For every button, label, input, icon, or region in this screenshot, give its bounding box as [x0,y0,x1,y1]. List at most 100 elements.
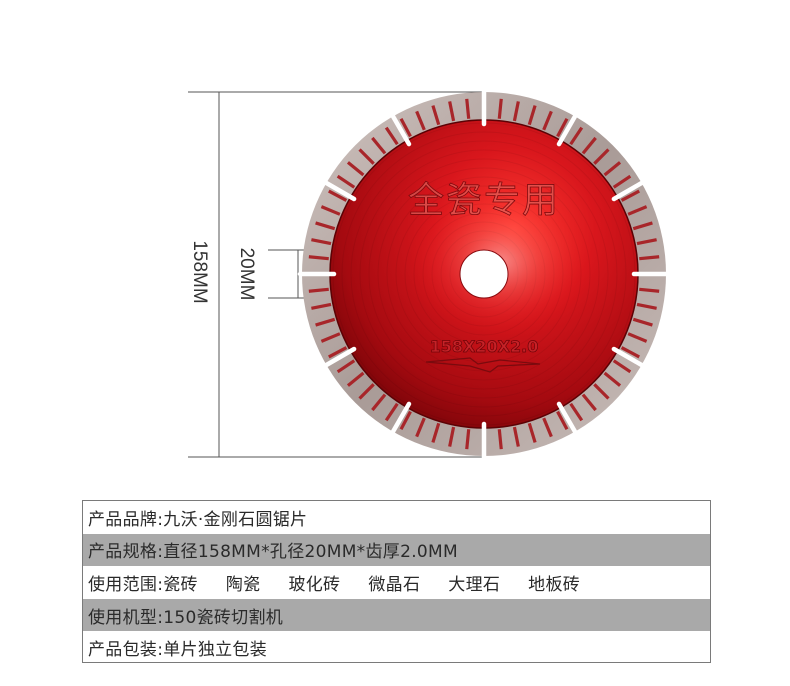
rim-tooth [542,110,553,131]
cooling-slot [611,346,646,369]
brand-value: 九沃·金刚石圆锯片 [163,509,308,530]
machine-value: 150瓷砖切割机 [163,607,284,628]
package-value: 单片独立包装 [163,640,268,661]
rim-tooth [465,429,471,450]
outer-diameter-label: 158MM [189,240,210,303]
hole-diameter-label: 20MM [236,248,257,301]
size-label: 产品规格: [88,542,164,563]
spec-row-size: 产品规格: 直径158MM*孔径20MM*齿厚2.0MM [83,533,710,567]
rim-tooth [556,410,569,430]
rim-tooth [556,118,569,138]
rim-tooth [358,148,375,165]
outer-diameter-dimension [188,91,484,458]
rim-tooth [512,426,520,447]
rim-tooth [612,174,632,189]
cooling-slot [322,179,357,202]
cooling-slot [556,401,579,436]
rim-tooth [320,205,341,216]
range-label: 使用范围: [88,574,164,595]
rim-tooth [399,118,412,138]
rim-tooth [308,287,329,293]
rim-tooth [593,383,610,400]
rim-tooth [636,238,657,246]
rim-tooth [569,402,584,422]
rim-tooth [371,393,387,412]
rim-tooth [593,148,610,165]
brand-label: 产品品牌: [88,509,164,530]
spec-row-range: 使用范围: 瓷砖 陶瓷 玻化砖 微晶石 大理石 地板砖 [83,566,710,599]
rim-tooth [581,136,597,155]
rim-tooth [632,221,653,231]
range-item: 陶瓷 [225,574,261,595]
rim-tooth [328,346,348,359]
rim-tooth [371,136,387,155]
range-item: 玻化砖 [288,574,341,595]
rim-tooth [358,383,375,400]
spec-row-package: 产品包装: 单片独立包装 [83,631,710,664]
machining-ring [368,158,600,390]
rim-tooth [320,332,341,343]
rim-segments [308,98,660,450]
rim-tooth [542,417,553,438]
spec-row-brand: 产品品牌: 九沃·金刚石圆锯片 [83,501,710,534]
rim-tooth [636,302,657,310]
package-label: 产品包装: [88,640,164,661]
machine-label: 使用机型: [88,607,164,628]
rim-tooth [603,371,622,387]
rim-tooth [512,101,520,122]
cooling-slot [389,401,412,436]
rim-tooth [336,359,356,374]
rim-tooth [448,101,456,122]
rim-tooth [346,161,365,177]
blade-title-text: 全瓷专用 [408,180,560,221]
rim-tooth [620,346,640,359]
rim-tooth [632,317,653,327]
product-diagram: 158MM 20MM 全瓷专用 158X20X2.0 [188,87,671,461]
rim-tooth [612,359,632,374]
rim-tooth [581,393,597,412]
arbor-hole [459,249,509,299]
rim-tooth [569,126,584,146]
rim-tooth [384,402,399,422]
rim-tooth [527,105,537,126]
rim-tooth [311,302,332,310]
rim-tooth [384,126,399,146]
rim-tooth [311,238,332,246]
rim-tooth [328,189,348,202]
rim-tooth [448,426,456,447]
rim-tooth [346,371,365,387]
range-item: 瓷砖 [163,574,198,595]
spec-row-machine: 使用机型: 150瓷砖切割机 [83,598,710,632]
range-values: 瓷砖 陶瓷 玻化砖 微晶石 大理石 地板砖 [163,570,580,595]
rim-tooth [399,410,412,430]
cooling-slot [611,179,646,202]
rim-tooth [497,98,503,119]
rim-tooth [465,98,471,119]
rim-tooth [497,429,503,450]
range-item: 大理石 [448,574,501,595]
lightning-mark [425,357,541,373]
rim-tooth [603,161,622,177]
blade-spec-text: 158X20X2.0 [430,337,539,356]
range-item: 微晶石 [368,574,421,595]
rim-tooth [415,110,426,131]
rim-tooth [639,287,660,293]
cooling-slot [389,112,412,147]
cooling-slot [322,346,357,369]
cooling-slot [556,112,579,147]
rim-tooth [627,332,648,343]
rim-tooth [639,255,660,261]
size-value: 直径158MM*孔径20MM*齿厚2.0MM [163,542,458,563]
machining-ring [359,149,609,399]
rim-tooth [308,255,329,261]
rim-tooth [431,422,441,443]
rim-tooth [336,174,356,189]
range-item: 地板砖 [528,574,581,595]
machining-ring [350,140,618,408]
rim-tooth [431,105,441,126]
spec-table: 产品品牌: 九沃·金刚石圆锯片 产品规格: 直径158MM*孔径20MM*齿厚2… [82,500,711,663]
rim-tooth [527,422,537,443]
rim-slots [297,87,671,461]
rim-tooth [627,205,648,216]
machining-ring [341,131,627,417]
